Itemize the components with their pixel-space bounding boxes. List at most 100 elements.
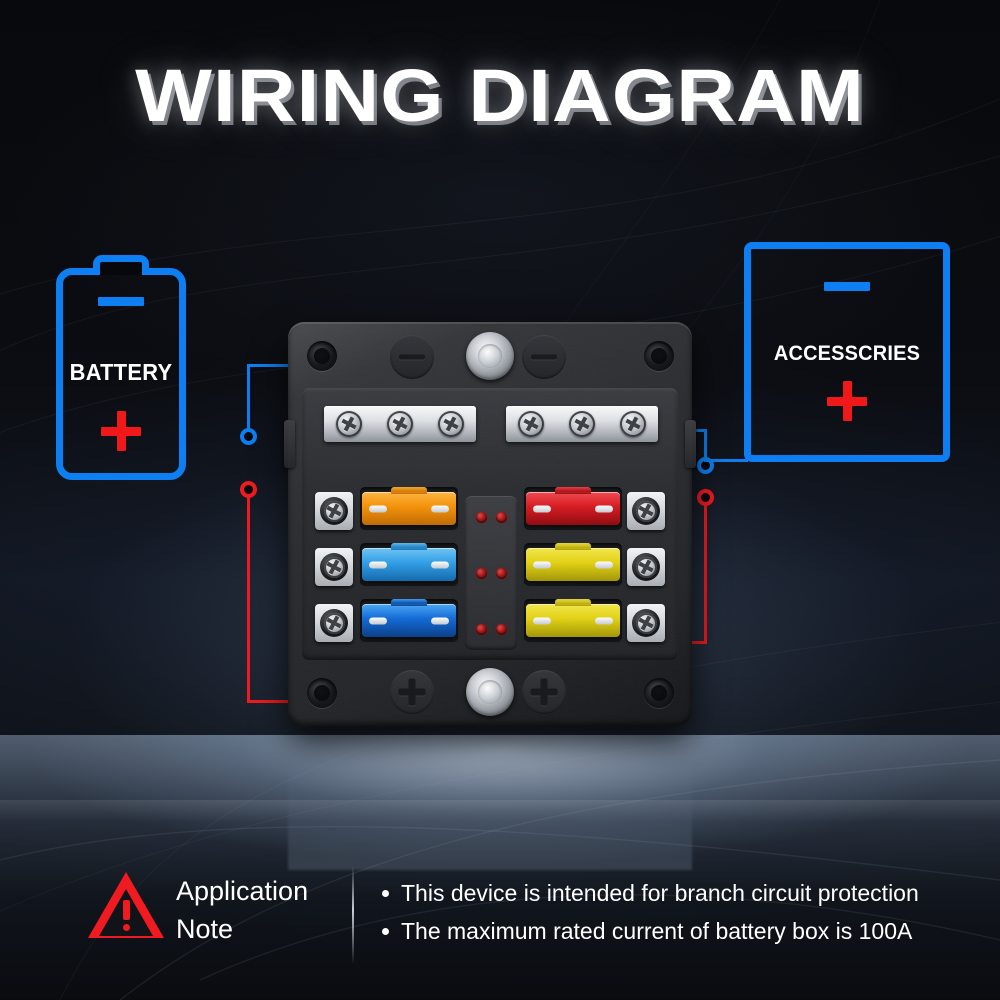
busbar-screw[interactable] (568, 411, 595, 437)
busbar-screw[interactable] (518, 411, 545, 437)
fuse-blade (431, 505, 449, 512)
bottom-recess-left-plus (390, 670, 434, 714)
battery-minus-icon (98, 297, 144, 306)
accessories-label: ACCESSCRIES (773, 342, 921, 365)
floor-highlight-band (0, 800, 1000, 822)
terminal-ring (320, 497, 348, 525)
wire-accessory-negative-vertical (704, 429, 707, 461)
note-divider (352, 866, 354, 964)
top-recess-left-minus (390, 335, 434, 379)
fuse-row3-left[interactable] (362, 604, 456, 637)
fuse-blade (369, 561, 387, 568)
wire-battery-negative-vertical (247, 364, 250, 430)
accessories-box: ACCESSCRIES (744, 242, 950, 462)
page-title: WIRING DIAGRAM (135, 54, 865, 137)
terminal-ring (320, 553, 348, 581)
fuse-row3-right[interactable] (526, 604, 620, 637)
busbar-screw[interactable] (386, 411, 413, 437)
negative-input-stud[interactable] (466, 332, 514, 380)
fuse-row2-left[interactable] (362, 548, 456, 581)
wire-accessory-negative-to-box (704, 459, 748, 462)
fuse-blade (533, 505, 551, 512)
note-heading-line1: Application (176, 876, 309, 906)
bottom-recess-right-plus (522, 670, 566, 714)
terminal-screw[interactable] (323, 500, 345, 522)
fuse-row2-right[interactable] (526, 548, 620, 581)
side-terminal-right-1[interactable] (627, 492, 665, 530)
mounting-hole-bottom-left (307, 678, 337, 708)
fuse-blade (533, 561, 551, 568)
led-indicator (476, 568, 487, 579)
note-heading-line2: Note (176, 914, 234, 944)
fuse-blade (595, 561, 613, 568)
minus-mark-icon (531, 354, 557, 360)
positive-input-stud[interactable] (466, 668, 514, 716)
side-terminal-right-2[interactable] (627, 548, 665, 586)
warning-exclamation-bar (123, 900, 130, 920)
battery-plus-icon (101, 411, 141, 451)
terminal-ring (632, 497, 660, 525)
application-note-heading: Application Note (176, 872, 341, 948)
led-indicator (476, 624, 487, 635)
led-indicator-panel (465, 496, 517, 650)
battery-label: BATTERY (69, 359, 173, 385)
wire-node-battery-positive (240, 481, 257, 498)
led-indicator (496, 512, 507, 523)
device-inner-plate (302, 388, 678, 660)
terminal-screw[interactable] (323, 556, 345, 578)
accessories-minus-icon (824, 282, 870, 291)
side-terminal-right-3[interactable] (627, 604, 665, 642)
note-bullet-item: The maximum rated current of battery box… (382, 912, 980, 950)
fuse-blade (595, 617, 613, 624)
fuse-blade (431, 617, 449, 624)
wire-node-battery-negative (240, 428, 257, 445)
fuse-blade (533, 617, 551, 624)
accessories-plus-icon (827, 381, 867, 421)
device-reflection (288, 740, 692, 870)
led-indicator (476, 512, 487, 523)
fuse-blade (369, 617, 387, 624)
busbar-screw[interactable] (437, 411, 464, 437)
fuse-row1-right[interactable] (526, 492, 620, 525)
terminal-ring (320, 609, 348, 637)
reflective-floor (0, 735, 1000, 1000)
wire-accessory-positive-vertical (704, 505, 707, 643)
busbar-screw[interactable] (336, 411, 363, 437)
terminal-screw[interactable] (635, 500, 657, 522)
led-indicator (496, 624, 507, 635)
terminal-ring (632, 553, 660, 581)
top-recess-right-minus (522, 335, 566, 379)
side-terminal-left-3[interactable] (315, 604, 353, 642)
note-bullet-text: This device is intended for branch circu… (401, 880, 919, 906)
terminal-ring (632, 609, 660, 637)
battery-icon: BATTERY (56, 255, 186, 480)
minus-mark-icon (399, 354, 425, 360)
note-bullet-list: This device is intended for branch circu… (382, 874, 980, 950)
note-bullet-item: This device is intended for branch circu… (382, 874, 980, 912)
application-note-section: Application Note This device is intended… (0, 866, 1000, 966)
warning-exclamation-dot (123, 924, 130, 931)
side-tab-left (284, 420, 295, 468)
fuse-row1-left[interactable] (362, 492, 456, 525)
bullet-dot-icon (382, 928, 389, 935)
terminal-screw[interactable] (323, 612, 345, 634)
terminal-screw[interactable] (635, 612, 657, 634)
bullet-dot-icon (382, 890, 389, 897)
mounting-hole-top-left (307, 341, 337, 371)
right-busbar[interactable] (506, 406, 658, 442)
fuse-blade (431, 561, 449, 568)
side-terminal-left-2[interactable] (315, 548, 353, 586)
fuse-box-device[interactable] (284, 322, 696, 726)
battery-terminal-nub (93, 255, 149, 275)
fuse-blade (595, 505, 613, 512)
side-terminal-left-1[interactable] (315, 492, 353, 530)
side-tab-right (685, 420, 696, 468)
wire-battery-positive-vertical (247, 496, 250, 702)
terminal-screw[interactable] (635, 556, 657, 578)
fuse-blade (369, 505, 387, 512)
wire-node-accessory-positive (697, 489, 714, 506)
busbar-screw[interactable] (619, 411, 646, 437)
mounting-hole-bottom-right (644, 678, 674, 708)
left-busbar[interactable] (324, 406, 476, 442)
